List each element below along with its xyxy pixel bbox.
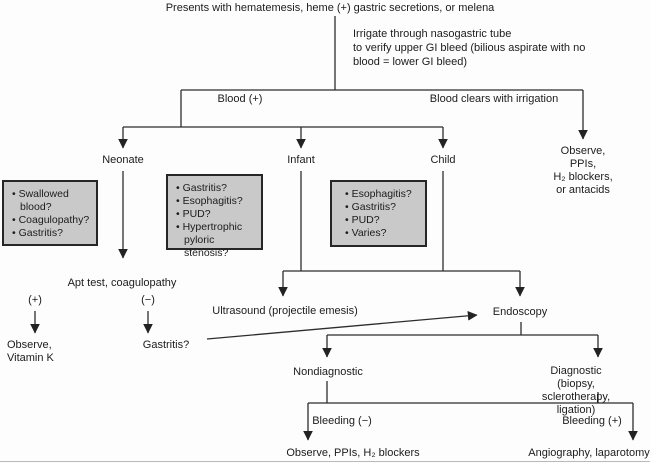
differential-item: Esophagitis?	[176, 195, 258, 208]
node-angiography: Angiography, laparotomy	[528, 447, 650, 459]
node-ultrasound: Ultrasound (projectile emesis)	[212, 305, 358, 317]
node-apt-test: Apt test, coagulopathy	[67, 277, 177, 289]
node-observe-antacids: Observe, PPIs, H₂ blockers, or antacids	[553, 145, 613, 196]
node-diagnostic: Diagnostic (biopsy, sclerotherapy, ligat…	[541, 365, 611, 416]
differential-item: Gastritis?	[345, 201, 422, 214]
apt-positive-label: (+)	[28, 294, 42, 306]
differential-item: Swallowed blood?	[12, 188, 93, 214]
figure-bottom-rule	[0, 461, 650, 462]
differential-item: PUD?	[176, 208, 258, 221]
differential-item: Varies?	[345, 227, 422, 240]
differential-item: Coagulopathy?	[12, 214, 93, 227]
differential-item: Hypertrophic pyloric stenosis?	[176, 221, 258, 260]
node-observe-h2-blockers: Observe, PPIs, H₂ blockers	[286, 447, 420, 459]
node-child: Child	[430, 154, 456, 166]
node-infant: Infant	[287, 154, 315, 166]
node-gastritis-result: Gastritis?	[142, 339, 190, 351]
differential-item: PUD?	[345, 214, 422, 227]
node-nondiagnostic: Nondiagnostic	[293, 366, 363, 378]
chart-title: Presents with hematemesis, heme (+) gast…	[165, 2, 495, 14]
branch-blood-clears: Blood clears with irrigation	[429, 93, 559, 105]
differential-item: Gastritis?	[176, 182, 258, 195]
bleeding-positive-label: Bleeding (+)	[562, 415, 622, 427]
apt-negative-label: (−)	[141, 294, 155, 306]
connector-diagonal-to-endoscopy	[206, 310, 478, 340]
differential-box-child: Esophagitis? Gastritis? PUD? Varies?	[330, 180, 427, 247]
irrigate-note: Irrigate through nasogastric tube to ver…	[353, 28, 586, 68]
differential-box-neonate: Swallowed blood? Coagulopathy? Gastritis…	[2, 180, 98, 246]
node-neonate: Neonate	[102, 154, 144, 166]
differential-item: Gastritis?	[12, 227, 93, 240]
bleeding-negative-label: Bleeding (−)	[312, 415, 372, 427]
branch-blood-positive: Blood (+)	[217, 93, 263, 105]
differential-box-infant: Gastritis? Esophagitis? PUD? Hypertrophi…	[166, 174, 263, 259]
node-observe-vitamin-k: Observe, Vitamin K	[7, 339, 54, 364]
node-endoscopy: Endoscopy	[492, 306, 548, 318]
differential-item: Esophagitis?	[345, 188, 422, 201]
